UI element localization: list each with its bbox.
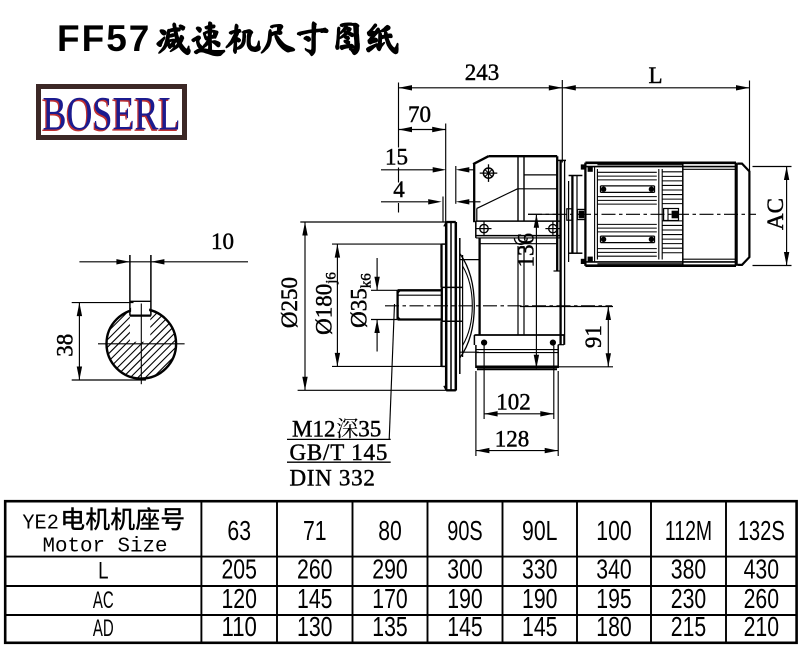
svg-text:AC: AC (763, 198, 788, 230)
svg-text:340: 340 (596, 554, 631, 585)
svg-text:300: 300 (447, 554, 482, 585)
svg-text:BOSERL: BOSERL (43, 88, 181, 141)
svg-text:190: 190 (447, 583, 482, 614)
svg-text:136: 136 (514, 233, 539, 267)
svg-text:145: 145 (447, 611, 482, 642)
svg-text:210: 210 (744, 611, 779, 642)
svg-text:243: 243 (465, 60, 500, 85)
svg-text:145: 145 (522, 611, 557, 642)
svg-text:110: 110 (222, 611, 257, 642)
svg-text:190: 190 (522, 583, 557, 614)
svg-text:70: 70 (408, 102, 431, 127)
svg-text:170: 170 (372, 583, 407, 614)
svg-text:L: L (648, 63, 662, 88)
svg-text:290: 290 (372, 554, 407, 585)
svg-text:90S: 90S (447, 515, 482, 546)
svg-text:430: 430 (744, 554, 779, 585)
svg-text:38: 38 (53, 334, 78, 357)
svg-text:102: 102 (496, 390, 531, 415)
svg-text:M12: M12 (292, 417, 335, 442)
svg-text:130: 130 (297, 611, 332, 642)
svg-text:230: 230 (671, 583, 706, 614)
svg-text:10: 10 (211, 229, 234, 254)
svg-text:330: 330 (522, 554, 557, 585)
svg-text:71: 71 (303, 515, 327, 546)
svg-text:380: 380 (671, 554, 706, 585)
svg-text:YE2: YE2 (22, 512, 59, 535)
svg-text:112M: 112M (665, 515, 712, 546)
svg-text:120: 120 (222, 583, 257, 614)
svg-text:180: 180 (596, 611, 631, 642)
svg-text:L: L (98, 558, 108, 585)
svg-text:GB/T 145: GB/T 145 (290, 440, 389, 465)
svg-text:AC: AC (93, 587, 114, 614)
svg-text:100: 100 (596, 515, 631, 546)
svg-text:260: 260 (297, 554, 332, 585)
svg-text:4: 4 (393, 177, 405, 202)
svg-text:128: 128 (495, 426, 530, 451)
svg-text:35: 35 (358, 417, 381, 442)
svg-text:132S: 132S (738, 515, 785, 546)
svg-text:15: 15 (385, 145, 408, 170)
svg-text:63: 63 (227, 515, 251, 546)
svg-text:260: 260 (744, 583, 779, 614)
svg-text:91: 91 (581, 325, 606, 348)
svg-text:BOSERL: BOSERL (41, 89, 179, 142)
svg-text:Motor Size: Motor Size (43, 536, 168, 559)
svg-text:215: 215 (671, 611, 706, 642)
svg-text:80: 80 (378, 515, 402, 546)
svg-text:FF57: FF57 (57, 18, 151, 59)
svg-text:145: 145 (297, 583, 332, 614)
svg-text:135: 135 (372, 611, 407, 642)
svg-text:195: 195 (596, 583, 631, 614)
svg-text:AD: AD (93, 615, 114, 642)
svg-text:Ø250: Ø250 (277, 277, 302, 328)
svg-text:205: 205 (222, 554, 257, 585)
svg-text:DIN 332: DIN 332 (290, 465, 376, 490)
svg-text:90L: 90L (522, 515, 557, 546)
